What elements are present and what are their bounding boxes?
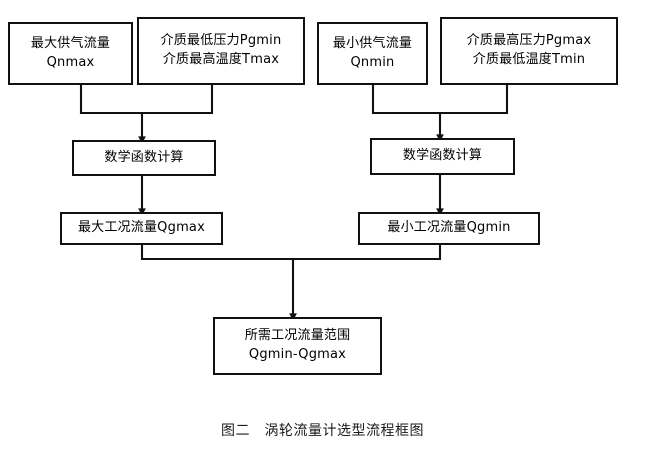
node-label-line2: Qnmin [350, 54, 395, 70]
max-supply-to-junction-left [79, 85, 142, 115]
node-medium-max-pressure-min-temp: 介质最高压力Pgmax 介质最低温度Tmin [440, 17, 618, 85]
node-label-line1: 最小工况流量Qgmin [387, 220, 511, 236]
figure-caption: 图二 涡轮流量计选型流程框图 [221, 423, 424, 439]
node-min-working-flow: 最小工况流量Qgmin [358, 212, 540, 245]
max-working-to-junction-bottom [140, 245, 293, 261]
node-label-line1: 最小供气流量 [332, 35, 413, 51]
node-min-supply-flow: 最小供气流量 Qnmin [317, 22, 428, 85]
node-label-line2: Qnmax [46, 54, 95, 70]
min-working-to-junction-bottom [293, 245, 442, 261]
node-label-line1: 介质最高压力Pgmax [466, 33, 592, 49]
max-pressure-to-junction-right [440, 85, 509, 115]
node-math-function-right: 数学函数计算 [370, 138, 515, 175]
node-max-working-flow: 最大工况流量Qgmax [60, 212, 223, 245]
node-label-line1: 所需工况流量范围 [244, 328, 351, 344]
node-required-flow-range: 所需工况流量范围 Qgmin-Qgmax [213, 317, 382, 375]
min-pressure-to-junction-left [142, 85, 214, 115]
node-math-function-left: 数学函数计算 [72, 140, 216, 176]
node-label-line1: 数学函数计算 [104, 149, 184, 165]
node-label-line1: 最大供气流量 [30, 35, 111, 51]
node-label-line2: 介质最低温度Tmin [472, 52, 586, 67]
node-label-line2: Qgmin-Qgmax [248, 347, 347, 362]
node-label-line1: 数学函数计算 [402, 148, 483, 164]
node-max-supply-flow: 最大供气流量 Qnmax [8, 22, 133, 85]
node-label-line2: 介质最高温度Tmax [162, 52, 280, 67]
node-label-line1: 最大工况流量Qgmax [77, 220, 205, 236]
min-supply-to-junction-right [371, 85, 440, 115]
node-medium-min-pressure-max-temp: 介质最低压力Pgmin 介质最高温度Tmax [137, 17, 305, 85]
node-label-line1: 介质最低压力Pgmin [160, 33, 282, 49]
